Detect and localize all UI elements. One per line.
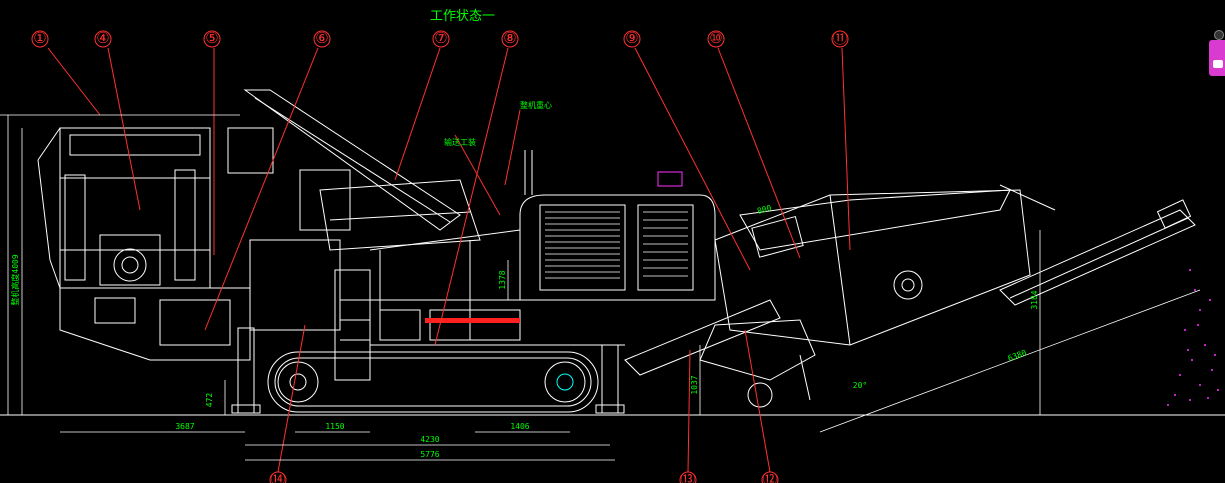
side-button-icon [1213,60,1223,68]
callout-leaders [47,47,851,473]
engine-grille [545,211,688,279]
dim-5776: 5776 [420,450,439,459]
callout-4: ④ [96,29,109,47]
crawler-track [267,351,599,413]
callout-9: ⑨ [625,29,638,47]
callout-7: ⑦ [434,29,447,47]
annotation-center-of-gravity: 整机重心 [520,100,552,110]
dim-800: 800 [756,203,772,215]
drawing-title: 工作状态一 [430,9,495,24]
dim-1037: 1037 [690,375,699,394]
callout-bubbles [31,30,849,483]
red-highlight-bar [425,318,520,323]
dim-3687: 3687 [175,422,194,431]
stockpile-particles [1167,269,1219,406]
callout-6: ⑥ [315,29,328,47]
callout-12: ⑫ [762,470,777,483]
dim-1378: 1378 [498,270,507,289]
dim-1150: 1150 [325,422,344,431]
annotation-conveyor: 输送工装 [444,137,476,147]
dim-1406: 1406 [510,422,529,431]
close-icon[interactable] [1214,30,1224,40]
dim-overall-height: 整机高度4009 [10,254,20,305]
callout-10: ⑩ [709,29,722,47]
dim-4230: 4230 [420,435,439,444]
side-float-button[interactable] [1209,40,1225,76]
chassis [59,239,371,381]
callout-numbers: ① ④ ⑤ ⑥ ⑦ ⑧ ⑨ ⑩ ⑪ ⑭ ⑬ ⑫ [33,29,847,483]
dimension-lines [7,115,1201,461]
feed-conveyor [227,89,461,231]
dim-6380: 6380 [1007,348,1028,363]
dim-angle: 20° [853,381,867,390]
callout-13: ⑬ [680,470,695,483]
callout-8: ⑧ [503,29,516,47]
callout-1: ① [33,29,46,47]
callout-5: ⑤ [205,29,218,47]
callout-11: ⑪ [832,29,847,47]
engine-house [370,150,716,346]
dim-472: 472 [205,393,214,408]
callout-14: ⑭ [270,470,285,483]
hopper-body [37,127,211,289]
screen-unit [699,184,1056,408]
dim-3184: 3184 [1030,290,1039,309]
discharge-conveyor [999,199,1196,306]
dimension-labels: 3687 1150 4230 1406 5776 472 1037 3184 6… [10,203,1039,459]
lower-conveyor [624,299,811,401]
